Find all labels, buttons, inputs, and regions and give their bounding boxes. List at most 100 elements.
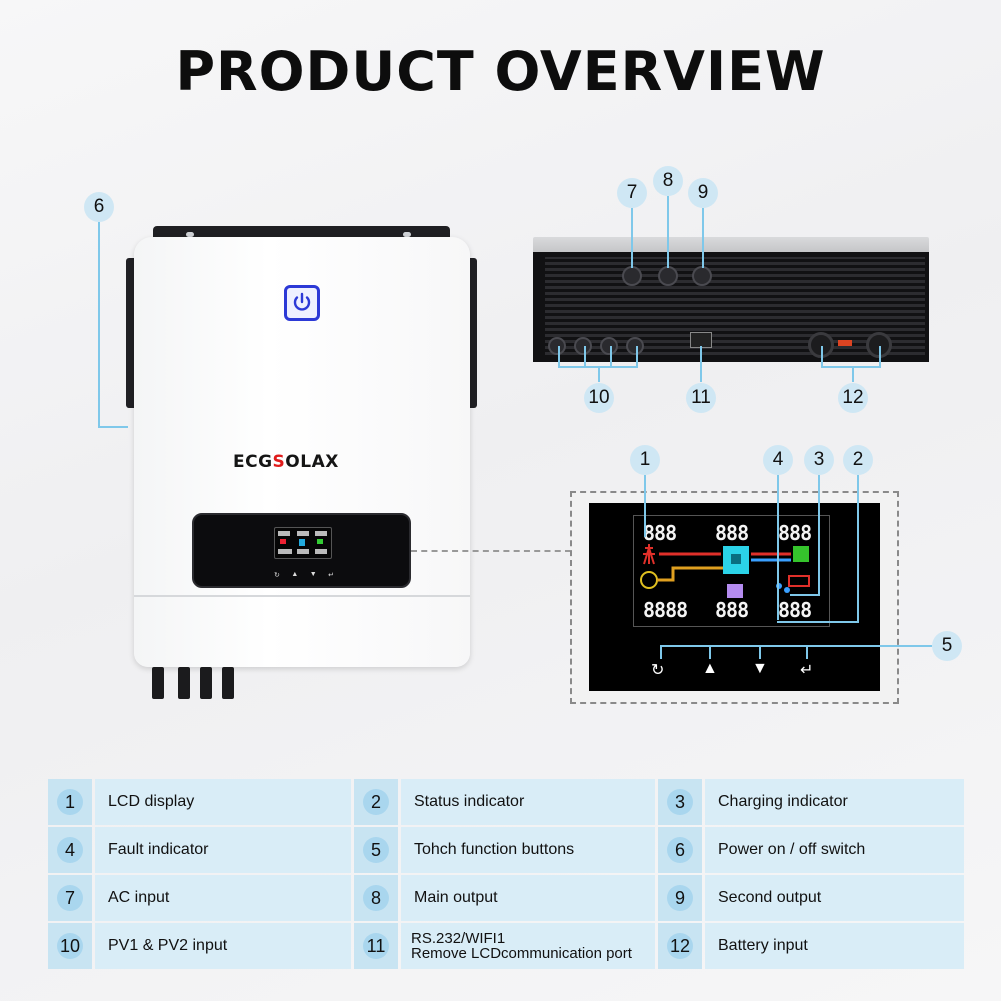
callout-10: 10 [584, 383, 614, 413]
callout-4: 4 [763, 445, 793, 475]
pv-connector [222, 667, 234, 699]
callout-line [636, 346, 638, 368]
legend-table: 1 LCD display 2 Status indicator 3 Charg… [48, 779, 964, 969]
mount-hole [403, 232, 411, 237]
table-label-cell: LCD display [95, 779, 351, 825]
table-num-cell: 9 [658, 875, 702, 921]
callout-line [709, 645, 711, 659]
callout-line [98, 426, 128, 428]
table-label-cell: AC input [95, 875, 351, 921]
callout-12: 12 [838, 383, 868, 413]
mini-down-icon[interactable]: ▼ [309, 571, 317, 578]
callout-line [818, 475, 820, 595]
table-label: AC input [108, 889, 170, 906]
callout-line [879, 346, 881, 368]
mount-hole [186, 232, 194, 237]
main-output-port [658, 266, 678, 286]
callout-line [667, 196, 669, 268]
callout-line [610, 346, 612, 368]
table-num-cell: 11 [354, 923, 398, 969]
callout-9: 9 [688, 178, 718, 208]
page-title: PRODUCT OVERVIEW [175, 40, 826, 103]
table-num: 9 [667, 885, 693, 911]
table-label: Status indicator [414, 793, 525, 810]
power-button[interactable] [284, 285, 320, 321]
callout-line [700, 346, 702, 382]
down-arrow-icon[interactable]: ▼ [752, 660, 768, 677]
table-label-cell: Fault indicator [95, 827, 351, 873]
callout-7: 7 [617, 178, 647, 208]
table-label: Tohch function buttons [414, 841, 575, 858]
table-num-cell: 1 [48, 779, 92, 825]
pv-connector [200, 667, 212, 699]
callout-1: 1 [630, 445, 660, 475]
callout-line [660, 645, 932, 647]
table-label: Battery input [718, 937, 808, 954]
lcd-segment: 888 [715, 521, 749, 545]
callout-line [98, 222, 100, 428]
table-num-cell: 3 [658, 779, 702, 825]
pv-port [548, 337, 566, 355]
brand-bolt: S [272, 452, 286, 472]
callout-line [702, 208, 704, 268]
table-label: Second output [718, 889, 822, 906]
bottom-panel-edge [533, 237, 929, 252]
pv-port [626, 337, 644, 355]
callout-line [644, 475, 646, 537]
table-label-cell: Main output [401, 875, 655, 921]
up-arrow-icon[interactable]: ▲ [702, 660, 718, 677]
table-num: 12 [667, 933, 693, 959]
mini-buttons: ↻ ▲ ▼ ↵ [274, 571, 334, 579]
callout-5: 5 [932, 631, 962, 661]
callout-11: 11 [686, 383, 716, 413]
lcd-screen-area [633, 515, 830, 627]
table-num-cell: 4 [48, 827, 92, 873]
callout-line [821, 366, 881, 368]
mini-lcd-screen [274, 527, 332, 559]
table-num: 11 [363, 933, 389, 959]
table-label-cell: Charging indicator [705, 779, 964, 825]
lcd-segment: 8888 [643, 598, 688, 622]
front-lcd-panel: ↻ ▲ ▼ ↵ [192, 513, 411, 588]
second-output-port [692, 266, 712, 286]
battery-polarity-mark [838, 340, 852, 346]
table-label-cell: Power on / off switch [705, 827, 964, 873]
callout-line [821, 346, 823, 368]
body-divider [134, 595, 470, 597]
pv-port [600, 337, 618, 355]
table-label-cell: PV1 & PV2 input [95, 923, 351, 969]
table-num: 4 [57, 837, 83, 863]
table-label: LCD display [108, 793, 195, 810]
table-num: 3 [667, 789, 693, 815]
table-label: Fault indicator [108, 841, 209, 858]
table-num: 7 [57, 885, 83, 911]
pv-port [574, 337, 592, 355]
return-icon[interactable]: ↻ [651, 662, 665, 679]
table-label-line2: Remove LCDcommunication port [411, 945, 632, 962]
callout-line [660, 645, 662, 659]
mini-up-icon[interactable]: ▲ [291, 571, 299, 578]
lcd-segment: 888 [643, 521, 677, 545]
lcd-flow-diagram [640, 544, 810, 598]
callout-3: 3 [804, 445, 834, 475]
table-num: 10 [57, 933, 83, 959]
table-row: 7 AC input 8 Main output 9 Second output [48, 875, 964, 921]
lcd-segment: 888 [778, 521, 812, 545]
table-num: 2 [363, 789, 389, 815]
table-label-cell: Status indicator [401, 779, 655, 825]
table-label-cell: Second output [705, 875, 964, 921]
table-num-cell: 7 [48, 875, 92, 921]
lcd-segment: 888 [778, 598, 812, 622]
mini-back-icon[interactable]: ↻ [274, 572, 280, 579]
mini-enter-icon[interactable]: ↵ [328, 572, 334, 579]
callout-line [806, 645, 808, 659]
table-label: Charging indicator [718, 793, 848, 810]
enter-icon[interactable]: ↵ [800, 662, 814, 679]
lcd-touch-buttons: ↻ ▲ ▼ ↵ [640, 660, 840, 684]
table-label-cell: Tohch function buttons [401, 827, 655, 873]
table-label: Power on / off switch [718, 841, 866, 858]
callout-2: 2 [843, 445, 873, 475]
ac-input-port [622, 266, 642, 286]
callout-line [598, 366, 600, 382]
table-num-cell: 6 [658, 827, 702, 873]
